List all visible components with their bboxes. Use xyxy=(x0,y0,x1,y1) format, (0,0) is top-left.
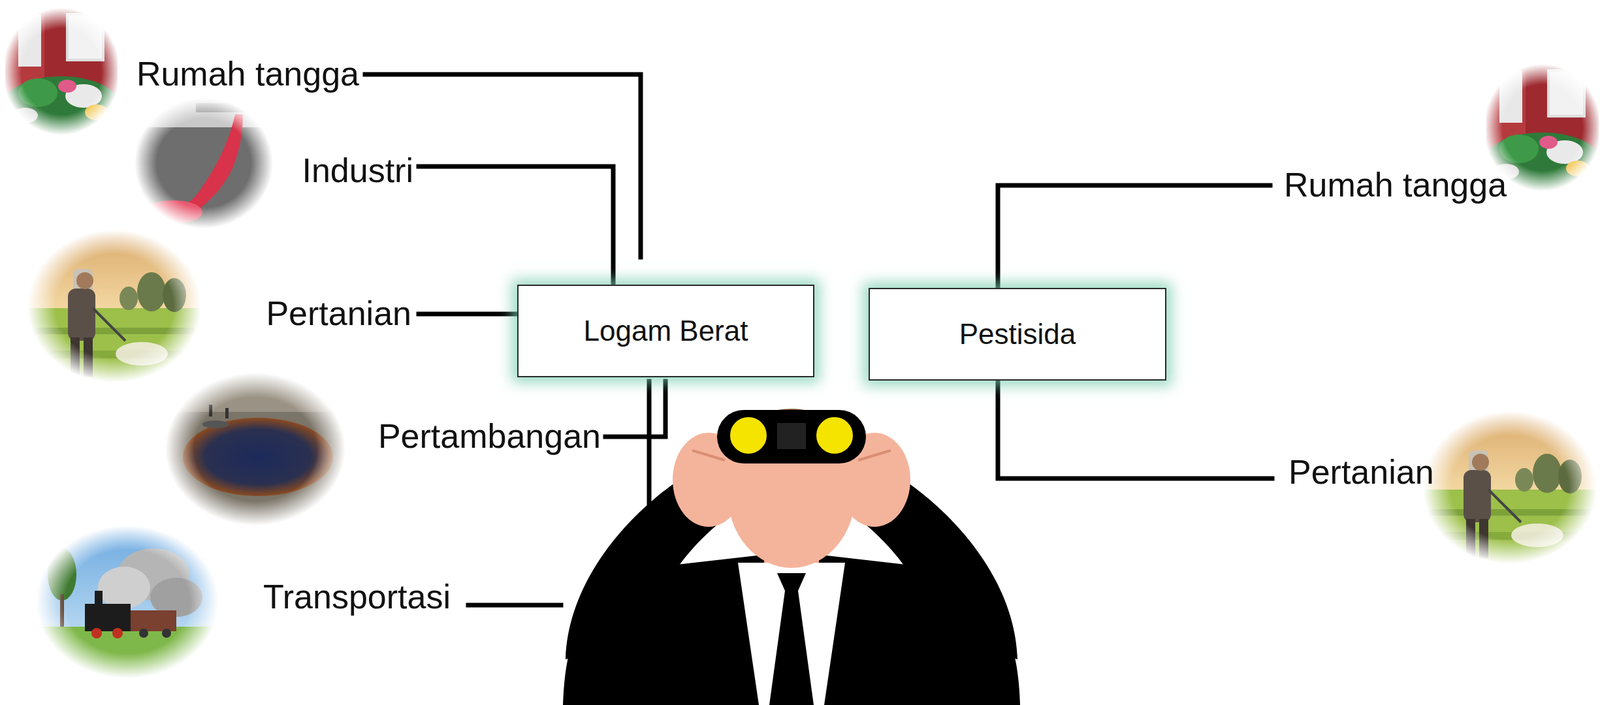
transport-photo xyxy=(35,525,219,679)
box-label: Pestisida xyxy=(959,318,1077,351)
mining-photo xyxy=(165,372,346,526)
source-label: Transportasi xyxy=(263,577,451,618)
source-box: Logam Berat xyxy=(517,284,815,378)
source-label: Pertanian xyxy=(265,294,412,334)
leader-lines xyxy=(365,74,1273,606)
agriculture-photo xyxy=(1423,411,1597,565)
source-label: Rumah tangga xyxy=(136,54,360,95)
source-label: Rumah tangga xyxy=(1283,165,1507,206)
man-with-binoculars xyxy=(562,408,1021,705)
box-label: Logam Berat xyxy=(583,314,749,348)
source-label: Industri xyxy=(301,151,414,191)
source-box: Pestisida xyxy=(868,288,1167,381)
source-label: Pertanian xyxy=(1288,453,1435,493)
household-photo xyxy=(2,7,121,136)
source-label: Pertambangan xyxy=(378,417,601,457)
industry-photo xyxy=(134,97,273,229)
agriculture-photo xyxy=(27,229,202,383)
